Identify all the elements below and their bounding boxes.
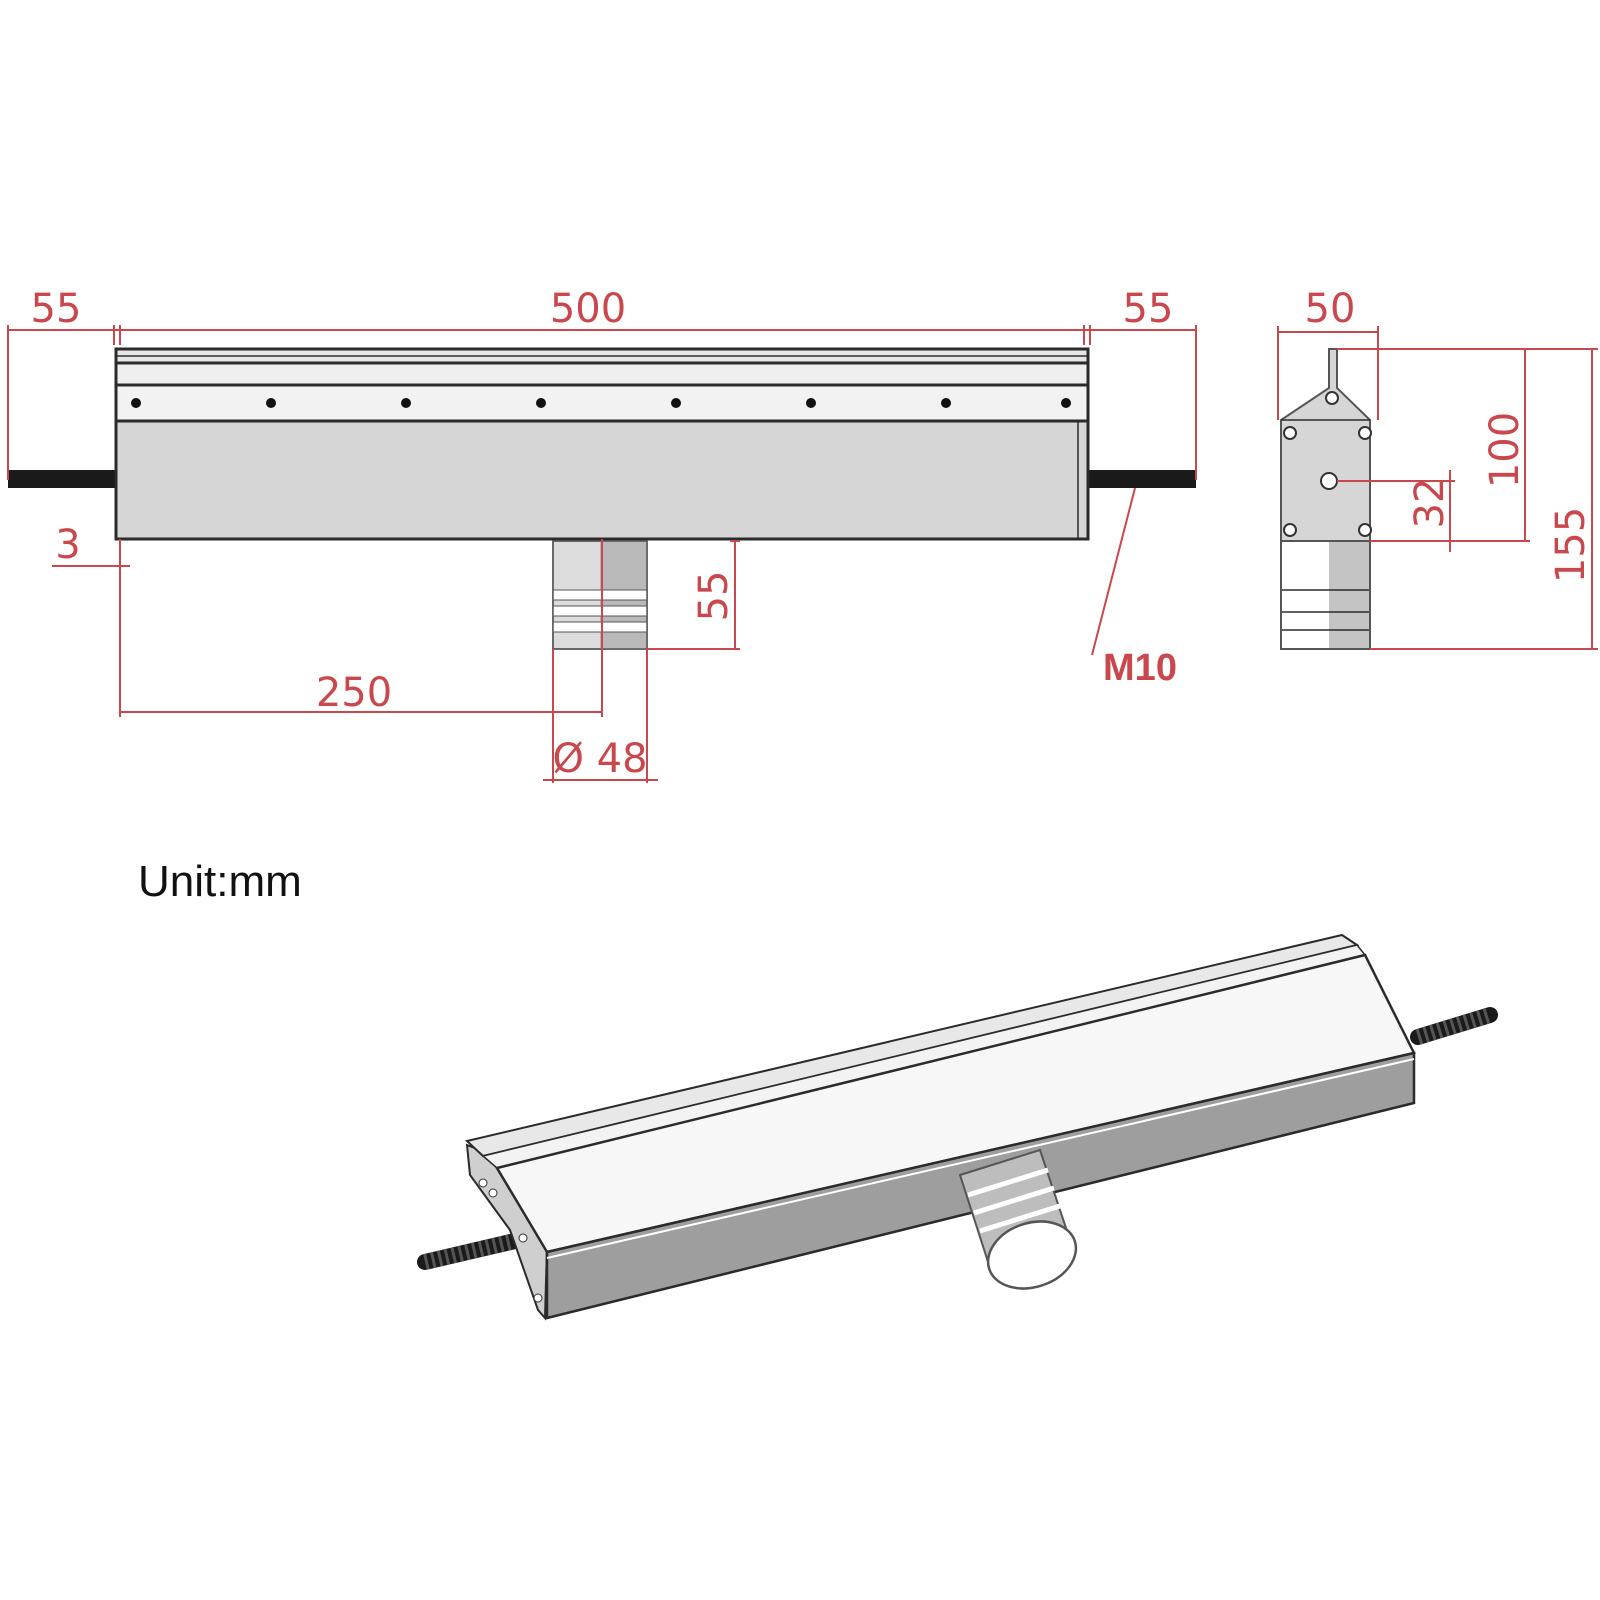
dim-body-length: 500	[550, 286, 626, 332]
dim-right-rod: 55	[1123, 286, 1174, 332]
dim-lip-offset: 3	[55, 522, 80, 568]
dim-total-height: 155	[1548, 507, 1594, 583]
iso-right-rod	[1410, 1007, 1498, 1045]
right-threaded-rod	[1088, 470, 1196, 488]
front-dimension-labels: 55 500 55 3 250 Ø 48 55 M10	[31, 286, 1177, 782]
dim-height-to-mount: 100	[1482, 412, 1528, 488]
unit-label: Unit:mm	[138, 857, 302, 906]
front-view	[8, 347, 1196, 650]
left-threaded-rod	[8, 470, 116, 488]
dim-outlet-diameter: Ø 48	[552, 736, 647, 782]
side-mount-plate	[1280, 348, 1371, 542]
hole-strip	[114, 383, 1090, 423]
dim-outlet-position: 250	[316, 670, 392, 716]
channel-body	[114, 419, 1090, 541]
dim-side-width: 50	[1305, 286, 1356, 332]
outlet-pipe	[552, 540, 648, 650]
hole-rail	[114, 361, 1090, 387]
dim-hole-to-body: 32	[1407, 478, 1453, 529]
side-dimension-labels: 50 100 32 155	[1305, 286, 1594, 583]
side-dimensions	[1277, 326, 1598, 650]
isometric-view	[417, 933, 1498, 1321]
dim-left-rod: 55	[31, 286, 82, 332]
dim-thread: M10	[1103, 647, 1177, 689]
side-plate-holes	[1283, 391, 1372, 537]
side-outlet-pipe	[1280, 540, 1371, 650]
iso-outlet	[958, 1148, 1078, 1290]
dim-outlet-height: 55	[691, 571, 737, 622]
side-view	[1280, 348, 1372, 650]
front-dimensions	[7, 325, 1197, 783]
mounting-holes	[131, 398, 1071, 408]
